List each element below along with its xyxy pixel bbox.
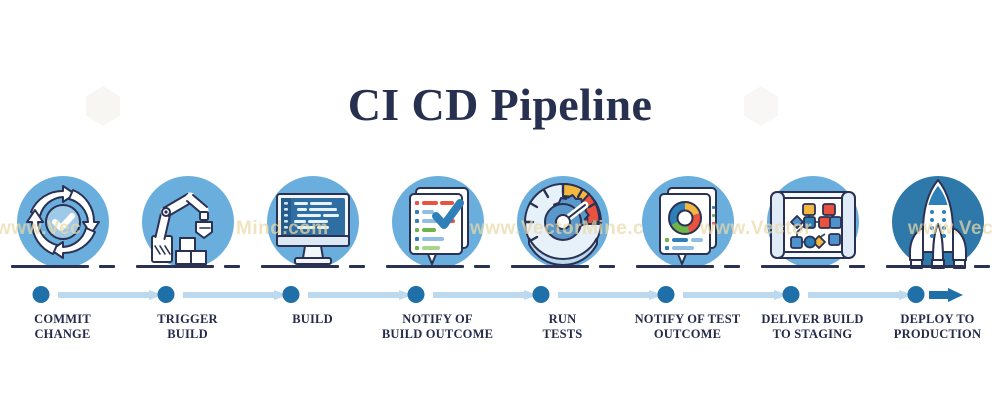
ground-line <box>760 265 865 268</box>
label-line: RUN <box>548 312 577 326</box>
notification-donut-chart-icon <box>658 187 717 265</box>
icon-wrap-build <box>260 172 365 280</box>
label-line: TO STAGING <box>772 327 853 341</box>
step-label-run-tests: RUN TESTS <box>500 312 625 342</box>
ground-line <box>260 265 365 268</box>
step-label-build: BUILD <box>250 312 375 342</box>
icon-wrap-deploy-production <box>885 172 990 280</box>
timeline-node-4[interactable] <box>375 283 538 305</box>
label-line: TESTS <box>542 327 583 341</box>
icon-wrap-deliver-build-staging <box>760 172 865 280</box>
pipeline-step-build[interactable] <box>250 172 375 292</box>
timeline-connector-arrow-icon <box>307 289 413 300</box>
label-line: PRODUCTION <box>893 327 982 341</box>
rocket-launch-icon <box>908 179 967 269</box>
pipeline-step-trigger-build[interactable] <box>125 172 250 292</box>
timeline-dot <box>32 285 49 303</box>
timeline-node-7[interactable] <box>750 283 913 305</box>
icon-wrap-notify-test-outcome <box>635 172 740 280</box>
ground-line <box>885 265 990 268</box>
label-line: DEPLOY TO <box>900 312 975 326</box>
label-line: DELIVER BUILD <box>761 312 864 326</box>
step-label-deploy-production: DEPLOY TO PRODUCTION <box>875 312 1000 342</box>
timeline-node-6[interactable] <box>625 283 788 305</box>
icon-wrap-run-tests <box>510 172 615 280</box>
label-line: COMMIT <box>34 312 91 326</box>
timeline-node-5[interactable] <box>500 283 663 305</box>
step-label-deliver-build-staging: DELIVER BUILD TO STAGING <box>750 312 875 342</box>
pipeline-labels-row: COMMIT CHANGE TRIGGER BUILD BUILD NOTIFY… <box>0 312 1000 342</box>
pipeline-step-notify-test-outcome[interactable] <box>625 172 750 292</box>
label-line: CHANGE <box>34 327 91 341</box>
ground-line <box>385 265 490 268</box>
icon-wrap-notify-build-outcome <box>385 172 490 280</box>
timeline-connector-arrow-icon <box>432 289 538 300</box>
pipeline-steps-row <box>0 172 1000 292</box>
label-line: OUTCOME <box>653 327 722 341</box>
timeline-dot <box>157 285 174 303</box>
pipeline-step-notify-build-outcome[interactable] <box>375 172 500 292</box>
notification-checklist-check-icon <box>408 187 469 265</box>
timeline-node-2[interactable] <box>125 283 288 305</box>
label-line: BUILD <box>292 312 333 326</box>
timeline-dot <box>657 285 674 303</box>
step-label-notify-build-outcome: NOTIFY OF BUILD OUTCOME <box>375 312 500 342</box>
label-line: NOTIFY OF TEST <box>634 312 741 326</box>
step-label-trigger-build: TRIGGER BUILD <box>125 312 250 342</box>
speedometer-gauge-gear-icon <box>523 182 602 266</box>
timeline-connector-arrow-icon <box>807 289 913 300</box>
blueprint-flowchart-icon <box>769 191 856 259</box>
label-line: BUILD <box>167 327 208 341</box>
timeline-final-arrow-icon <box>928 287 963 302</box>
timeline-connector-arrow-icon <box>182 289 288 300</box>
pipeline-step-deploy-production[interactable] <box>875 172 1000 292</box>
icon-wrap-trigger-build <box>135 172 240 280</box>
timeline-connector-arrow-icon <box>57 289 163 300</box>
pipeline-step-commit-change[interactable] <box>0 172 125 292</box>
pipeline-timeline <box>0 283 1000 305</box>
pipeline-step-deliver-build-staging[interactable] <box>750 172 875 292</box>
timeline-node-3[interactable] <box>250 283 413 305</box>
ground-line <box>635 265 740 268</box>
label-line: BUILD OUTCOME <box>381 327 494 341</box>
timeline-dot <box>282 285 299 303</box>
timeline-dot <box>782 285 799 303</box>
ground-line <box>510 265 615 268</box>
icon-wrap-commit-change <box>10 172 115 280</box>
desktop-monitor-code-icon <box>275 193 350 265</box>
step-label-notify-test-outcome: NOTIFY OF TEST OUTCOME <box>625 312 750 342</box>
commit-cycle-check-icon <box>25 185 100 259</box>
timeline-dot <box>532 285 549 303</box>
ground-line <box>135 265 240 268</box>
timeline-connector-arrow-icon <box>557 289 663 300</box>
step-label-commit-change: COMMIT CHANGE <box>0 312 125 342</box>
timeline-node-1[interactable] <box>0 283 163 305</box>
page-title: CI CD Pipeline <box>347 79 653 130</box>
robot-arm-boxes-icon <box>150 192 213 265</box>
ground-line <box>10 265 115 268</box>
label-line: TRIGGER <box>157 312 218 326</box>
timeline-dot <box>907 285 924 303</box>
timeline-node-8[interactable] <box>875 283 1000 305</box>
pipeline-step-run-tests[interactable] <box>500 172 625 292</box>
label-line: NOTIFY OF <box>402 312 473 326</box>
timeline-dot <box>407 285 424 303</box>
timeline-connector-arrow-icon <box>682 289 788 300</box>
